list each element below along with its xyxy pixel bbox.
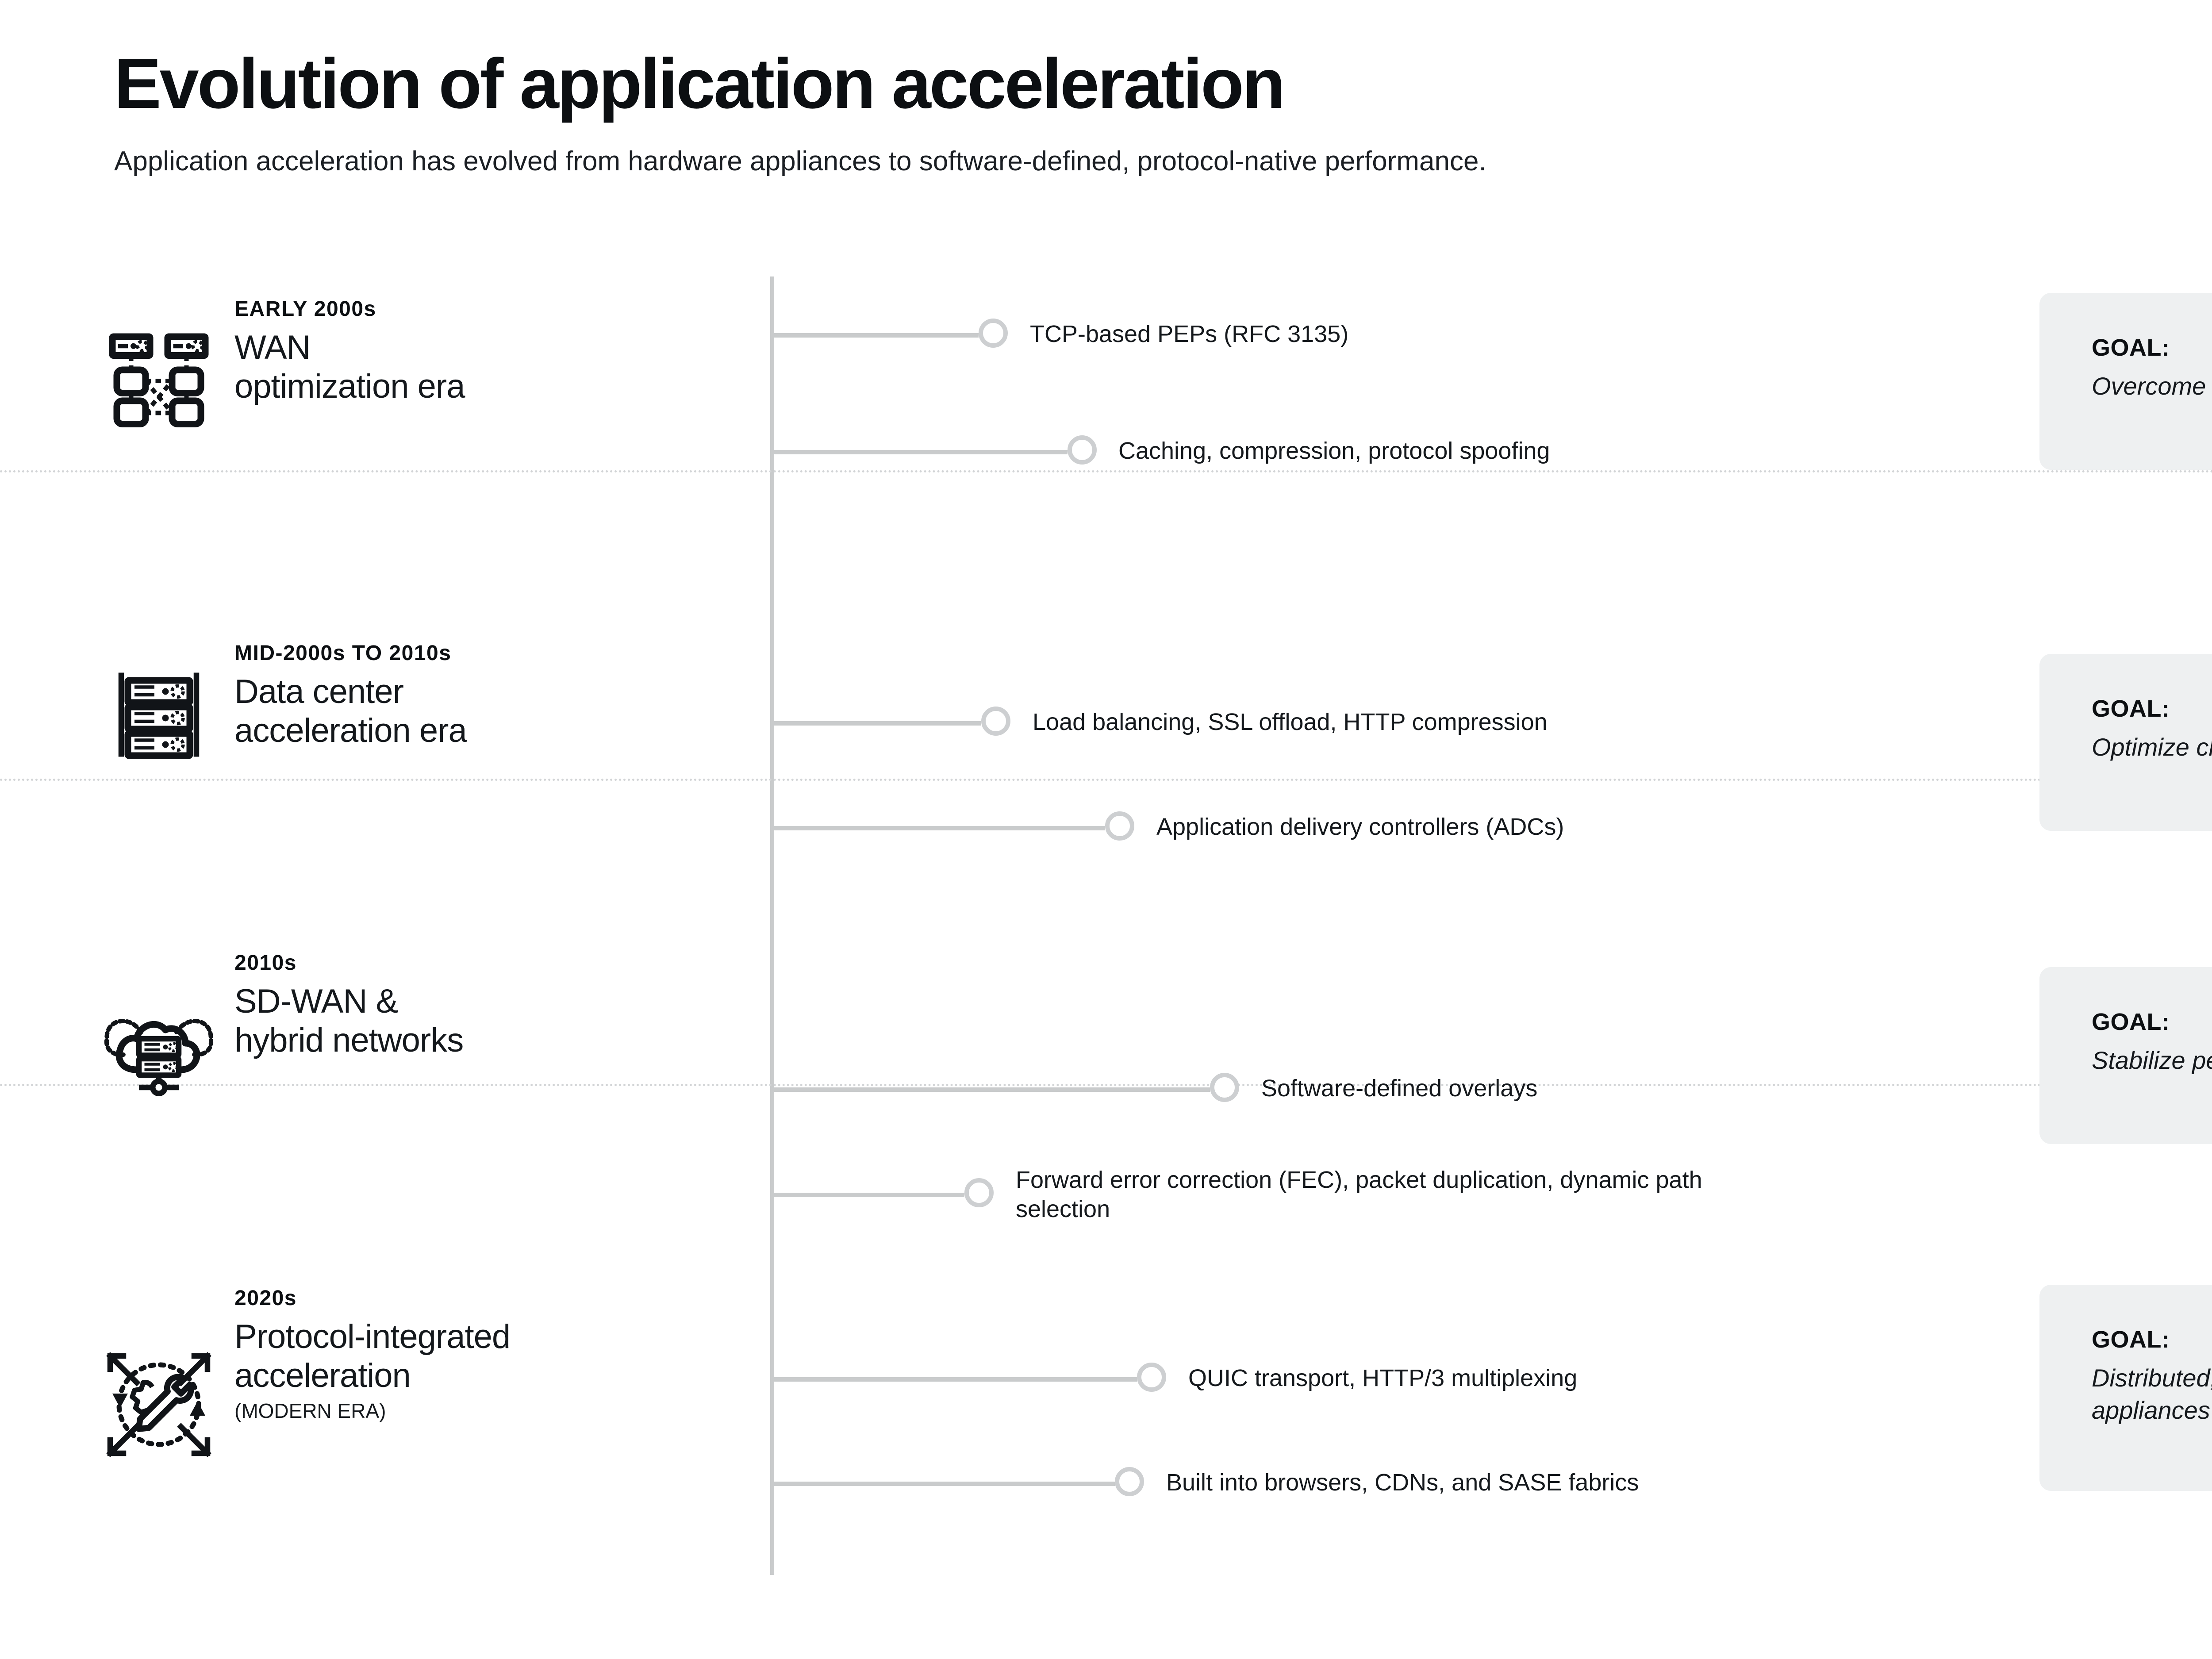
era-note: (MODERN ERA) bbox=[234, 1399, 386, 1422]
item-label: Built into browsers, CDNs, and SASE fabr… bbox=[1166, 1469, 1639, 1496]
connector-line bbox=[774, 1193, 964, 1197]
era-title-line-2: acceleration bbox=[234, 1356, 411, 1394]
row-1-labels: EARLY 2000s WAN optimization era bbox=[234, 296, 743, 406]
wan-topology-icon bbox=[104, 317, 214, 427]
connector-line bbox=[774, 1482, 1115, 1486]
row-1-left: EARLY 2000s WAN optimization era bbox=[88, 283, 699, 470]
wrench-expand-icon bbox=[104, 1349, 214, 1460]
row-4-item-1[interactable]: QUIC transport, HTTP/3 multiplexing bbox=[774, 1363, 2101, 1396]
row-4-item-2[interactable]: Built into browsers, CDNs, and SASE fabr… bbox=[774, 1467, 2101, 1501]
connector-line bbox=[774, 721, 981, 726]
goal-content: GOAL: Stabilize performance over broadba… bbox=[2092, 1008, 2212, 1077]
item-label: QUIC transport, HTTP/3 multiplexing bbox=[1188, 1365, 1578, 1391]
connector-node bbox=[981, 707, 1010, 736]
row-2-item-1[interactable]: Load balancing, SSL offload, HTTP compre… bbox=[774, 707, 2101, 740]
item-label: Load balancing, SSL offload, HTTP compre… bbox=[1033, 709, 1548, 735]
connector-line bbox=[774, 1087, 1210, 1092]
item-label: TCP-based PEPs (RFC 3135) bbox=[1030, 321, 1349, 347]
row-3-labels: 2010s SD-WAN & hybrid networks bbox=[234, 950, 743, 1060]
connector-node bbox=[1115, 1467, 1144, 1496]
goal-text: Optimize client–server performance insid… bbox=[2092, 733, 2212, 761]
connector-line bbox=[774, 333, 979, 338]
timeline-row-2: MID-2000s TO 2010s Data center accelerat… bbox=[0, 628, 2212, 841]
row-1-item-2[interactable]: Caching, compression, protocol spoofing bbox=[774, 435, 2101, 469]
row-1-item-1[interactable]: TCP-based PEPs (RFC 3135) bbox=[774, 319, 2101, 352]
page-title: Evolution of application acceleration bbox=[114, 44, 1286, 123]
row-4-goal-card: GOAL: Distributed, protocol-native accel… bbox=[2039, 1285, 2212, 1491]
timeline-row-3: 2010s SD-WAN & hybrid networks Software-… bbox=[0, 938, 2212, 1222]
row-2-left: MID-2000s TO 2010s Data center accelerat… bbox=[88, 628, 699, 814]
goal-text: Stabilize performance over broadband & m… bbox=[2092, 1046, 2212, 1074]
goal-label: GOAL: bbox=[2092, 334, 2170, 361]
row-1-goal-card: GOAL: Overcome long-distance latency bbox=[2039, 293, 2212, 470]
era-kicker: 2010s bbox=[234, 951, 297, 975]
connector-line bbox=[774, 450, 1068, 454]
connector-line bbox=[774, 1377, 1137, 1382]
goal-label: GOAL: bbox=[2092, 1326, 2170, 1353]
row-2-labels: MID-2000s TO 2010s Data center accelerat… bbox=[234, 641, 743, 750]
page-subtitle: Application acceleration has evolved fro… bbox=[114, 146, 1486, 177]
row-4-left: 2020s Protocol-integrated acceleration (… bbox=[88, 1270, 699, 1553]
connector-node bbox=[1137, 1363, 1166, 1392]
row-3-goal-card: GOAL: Stabilize performance over broadba… bbox=[2039, 967, 2212, 1144]
era-title-line-1: Protocol-integrated bbox=[234, 1317, 511, 1356]
connector-node bbox=[979, 319, 1008, 348]
row-3-left: 2010s SD-WAN & hybrid networks bbox=[88, 938, 699, 1159]
connector-node bbox=[1210, 1073, 1239, 1102]
era-title-line-2: acceleration era bbox=[234, 711, 467, 749]
row-3-item-2[interactable]: Forward error correction (FEC), packet d… bbox=[774, 1167, 2101, 1222]
goal-content: GOAL: Optimize client–server performance… bbox=[2092, 695, 2212, 764]
server-rack-icon bbox=[104, 658, 214, 769]
connector-line bbox=[774, 826, 1105, 830]
row-2-item-2[interactable]: Application delivery controllers (ADCs) bbox=[774, 811, 2101, 845]
goal-content: GOAL: Distributed, protocol-native accel… bbox=[2092, 1325, 2212, 1426]
connector-node bbox=[1068, 435, 1097, 465]
era-title-line-1: WAN bbox=[234, 328, 311, 366]
connector-node bbox=[964, 1178, 994, 1207]
item-label: Forward error correction (FEC), packet d… bbox=[1016, 1167, 1702, 1222]
item-label: Software-defined overlays bbox=[1261, 1075, 1538, 1102]
goal-text: Overcome long-distance latency bbox=[2092, 372, 2212, 400]
header: Evolution of application acceleration Ap… bbox=[114, 46, 2212, 180]
row-divider-3 bbox=[0, 1084, 2212, 1086]
item-label: Application delivery controllers (ADCs) bbox=[1156, 814, 1564, 840]
row-divider-1 bbox=[0, 470, 2212, 472]
era-title-line-2: hybrid networks bbox=[234, 1021, 464, 1059]
hybrid-cloud-icon bbox=[104, 990, 214, 1101]
timeline-row-4: 2020s Protocol-integrated acceleration (… bbox=[0, 1270, 2212, 1553]
goal-text: Distributed, protocol-native acceleratio… bbox=[2092, 1363, 2212, 1424]
row-4-labels: 2020s Protocol-integrated acceleration (… bbox=[234, 1286, 743, 1423]
era-kicker: MID-2000s TO 2010s bbox=[234, 641, 452, 665]
goal-label: GOAL: bbox=[2092, 695, 2170, 722]
row-2-goal-card: GOAL: Optimize client–server performance… bbox=[2039, 654, 2212, 831]
row-divider-2 bbox=[0, 779, 2212, 781]
goal-content: GOAL: Overcome long-distance latency bbox=[2092, 334, 2212, 403]
connector-node bbox=[1105, 811, 1134, 841]
era-kicker: 2020s bbox=[234, 1286, 297, 1310]
item-label: Caching, compression, protocol spoofing bbox=[1118, 438, 1550, 464]
era-title-line-1: SD-WAN & bbox=[234, 982, 398, 1020]
goal-label: GOAL: bbox=[2092, 1009, 2170, 1035]
timeline-row-1: EARLY 2000s WAN optimization era TCP-bas… bbox=[0, 283, 2212, 470]
era-title-line-2: optimization era bbox=[234, 367, 465, 405]
timeline-spine bbox=[770, 276, 774, 1575]
era-kicker: EARLY 2000s bbox=[234, 297, 376, 321]
row-3-item-1[interactable]: Software-defined overlays bbox=[774, 1073, 2101, 1106]
era-title-line-1: Data center bbox=[234, 672, 404, 710]
